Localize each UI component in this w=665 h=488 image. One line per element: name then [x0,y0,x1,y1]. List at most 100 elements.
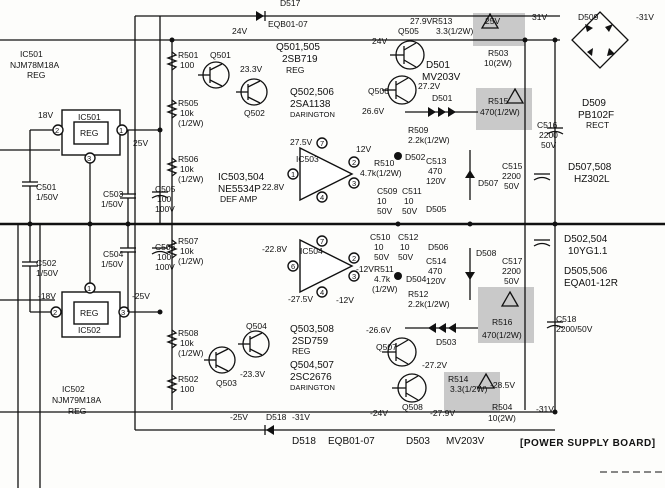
r505-val: 10k [180,108,194,118]
d507-label: D507 [478,178,499,188]
ic501-part: NJM78M18A [10,60,59,70]
v-23-3-bot: -23.3V [240,369,265,379]
c505-volt: 100V [155,204,175,214]
d504-label: D504 [406,274,427,284]
c504-val: 1/50V [101,259,124,269]
q504-label: Q504 [246,321,267,331]
qtop-line6: DARINGTON [290,110,335,119]
c501-val: 1/50V [36,192,59,202]
c512-volt: 50V [398,252,413,262]
r507-val: 10k [180,246,194,256]
v-26-6: 26.6V [362,106,385,116]
qbot-line3: REG [292,346,310,356]
ic502-pin2-num: 2 [53,308,57,317]
c516-symbol [546,127,564,135]
ic502-pin3-num: 3 [121,308,125,317]
d506-label: D506 [428,242,449,252]
d518-name: D518 [292,436,316,447]
r513-val: 3.3(1/2W) [436,26,473,36]
ic502-part: NJM79M18A [52,395,101,405]
icnote-line3: DEF AMP [220,194,258,204]
ic501-box-label: IC501 [78,112,101,122]
r508-watt: (1/2W) [178,348,204,358]
ic504-pin7: 7 [320,237,324,246]
c514-val: 470 [428,266,442,276]
ic503-pin2: 2 [352,158,356,167]
q501-symbol [198,61,230,89]
c506-volt: 100V [155,262,175,272]
c516-name: C516 [537,120,558,130]
c517-volt: 50V [504,276,519,286]
r511-watt: (1/2W) [372,284,398,294]
ic501-role: REG [27,70,45,80]
v-27-9: 27.9V [410,16,433,26]
dnote-line1: D507,508 [568,162,612,173]
ic502-inner-label: REG [80,308,98,318]
d509-role: RECT [586,120,609,130]
c510-volt: 50V [374,252,389,262]
c505-name: C505 [155,184,176,194]
q505-label: Q505 [398,26,419,36]
r508-name: R508 [178,328,199,338]
qbot-line6: DARINGTON [290,383,335,392]
r513-name: R513 [432,16,453,26]
c505-val: 100 [157,194,171,204]
d509-label: D509 [578,12,599,22]
dnote-line2: HZ302L [574,174,610,185]
qtop-line2: 2SB719 [282,54,318,65]
r505-symbol [166,99,178,119]
d517-name: D517 [280,0,301,8]
r505-name: R505 [178,98,199,108]
r505-watt: (1/2W) [178,118,204,128]
q502-symbol [236,78,268,106]
v-23-3-top: 23.3V [240,64,263,74]
r511-name: R511 [374,264,394,274]
c509-val: 10 [377,196,387,206]
r502-val: 100 [180,384,194,394]
d501-part: MV203V [422,72,461,83]
v-neg-27-2: -27.2V [422,360,447,370]
r506-val: 10k [180,164,194,174]
ic504-vbot: -27.5V [288,294,313,304]
q507-label: Q507 [376,342,397,352]
d503-label: D503 [436,337,457,347]
r501-symbol [166,51,178,71]
c515-volt: 50V [504,181,519,191]
ic503-opamp [287,137,360,203]
c503-val: 1/50V [101,199,124,209]
dnote-line6: EQA01-12R [564,278,618,289]
c501-name: C501 [36,182,57,192]
ic503-vtop: 27.5V [290,137,313,147]
junction-dots [27,37,558,415]
d509-bridge [571,11,629,69]
ic502-box-label: IC502 [78,325,101,335]
cap-c504-symbol [120,224,136,312]
r503-name: R503 [488,48,509,58]
c516-val: 2200 [539,130,558,140]
r512-name: R512 [408,289,429,299]
cap-c506-symbol [151,247,169,255]
c515-symbol [533,173,551,181]
ic503-pin1: 1 [291,170,295,179]
r514-val: 3.3(1/2W) [450,384,487,394]
c506-val: 100 [157,252,171,262]
c512-name: C512 [398,232,419,242]
c504-name: C504 [103,249,124,259]
ic502-pin1-num: 1 [87,284,91,293]
d508-symbol [465,248,475,300]
dnote-line4: 10YG1.1 [568,246,608,257]
ic502-vout: -25V [132,291,150,301]
qtop-line3: REG [286,65,304,75]
r512-val: 2.2k(1/2W) [408,299,450,309]
c509-name: C509 [377,186,398,196]
c517-symbol [533,239,551,247]
ic504-vtop: -22.8V [262,244,287,254]
ic501-inner [73,121,109,145]
r501-val: 100 [180,60,194,70]
r509-name: R509 [408,125,429,135]
c515-val: 2200 [502,171,521,181]
r504-name: R504 [492,402,513,412]
r503-val: 10(2W) [484,58,512,68]
v-24-q505: 24V [372,36,387,46]
c512-val: 10 [400,242,410,252]
